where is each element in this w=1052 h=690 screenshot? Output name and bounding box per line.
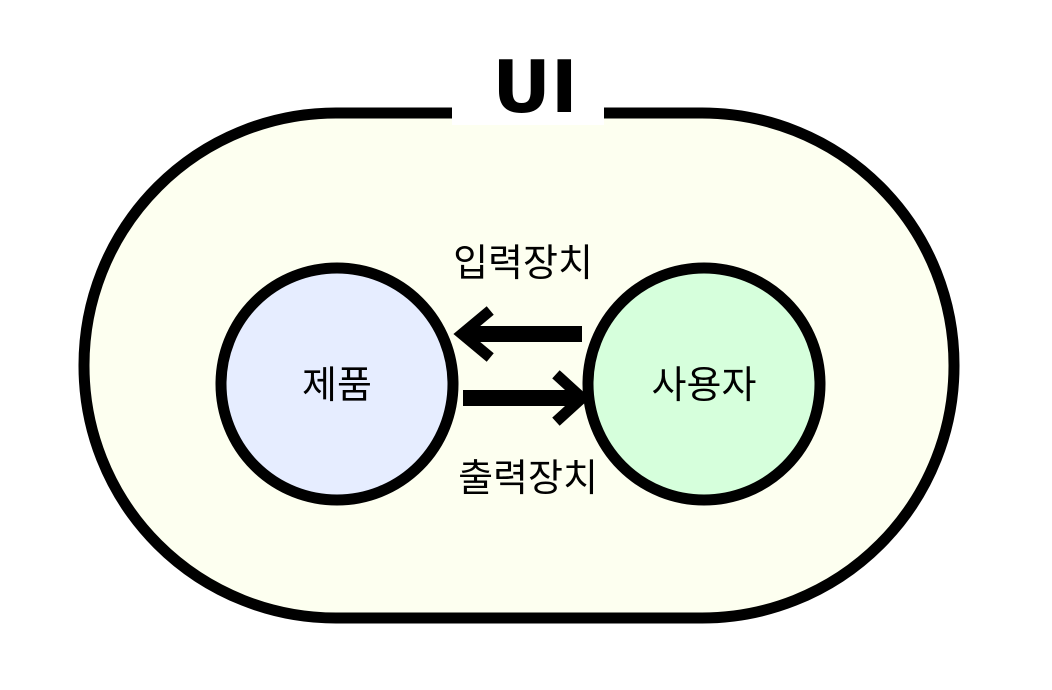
- input-device-label: 입력장치: [453, 241, 593, 285]
- user-label: 사용자: [652, 363, 757, 407]
- title-gap: [452, 95, 604, 125]
- product-node: [215, 262, 459, 506]
- output-arrow: [463, 370, 591, 426]
- container-title: UI: [492, 45, 577, 129]
- product-label: 제품: [302, 363, 372, 407]
- input-arrow: [453, 306, 582, 362]
- output-device-label: 출력장치: [458, 456, 598, 500]
- user-node: [582, 262, 826, 506]
